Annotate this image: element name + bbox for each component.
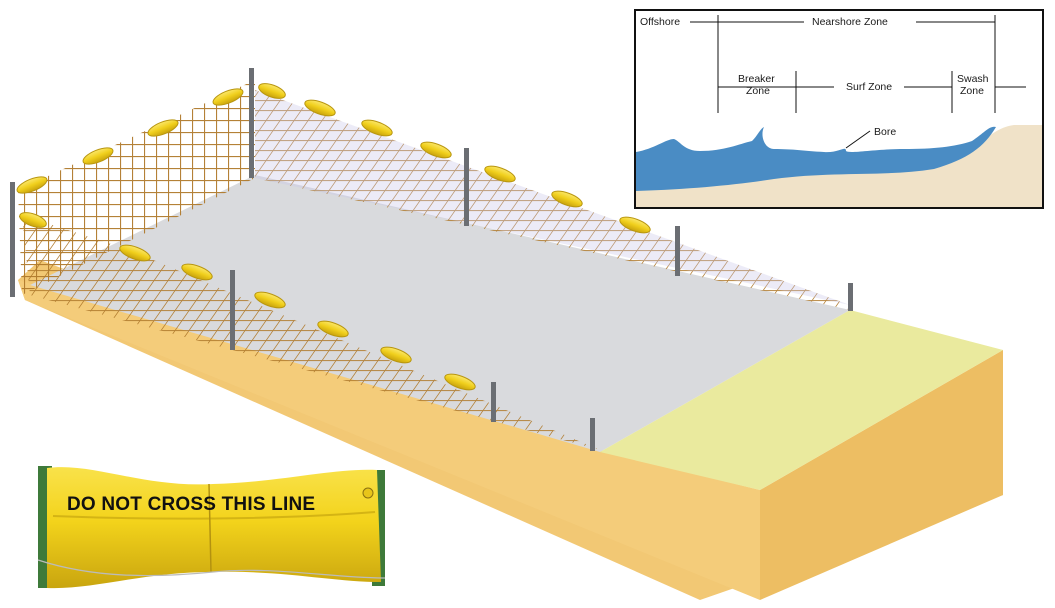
net-back-right-tint (255, 90, 850, 305)
floats (16, 83, 651, 391)
post (675, 226, 680, 276)
inset-water (636, 126, 996, 191)
float (380, 346, 412, 364)
float (444, 373, 476, 391)
inset-seabed (636, 125, 1042, 207)
float-valve (362, 487, 374, 499)
inset-label-swash-2: Zone (960, 85, 984, 97)
net-back-right (255, 90, 850, 310)
post (464, 148, 469, 226)
sand-base-left-slope (18, 280, 760, 600)
beach-top (600, 310, 1003, 490)
float (258, 83, 286, 99)
float (420, 141, 452, 159)
inset-label-nearshore: Nearshore Zone (812, 16, 888, 28)
bore-pointer (845, 130, 871, 149)
float (551, 190, 583, 208)
float (19, 212, 47, 228)
sand-base-right (760, 350, 1003, 600)
float (304, 99, 336, 117)
inset-label-breaker-2: Zone (746, 85, 770, 97)
float-body (47, 467, 381, 589)
nearshore-zone-inset: Offshore Nearshore Zone Breaker Zone Sur… (634, 9, 1044, 209)
inset-label-swash-1: Swash (957, 73, 989, 85)
float (147, 119, 179, 137)
post (848, 283, 853, 311)
float (317, 320, 349, 338)
float (181, 263, 213, 281)
float (119, 244, 151, 262)
float (254, 291, 286, 309)
float (16, 176, 48, 194)
inset-label-surf: Surf Zone (846, 81, 892, 93)
inset-dimension-lines (690, 15, 1026, 113)
post (249, 68, 254, 178)
do-not-cross-float-photo: DO NOT CROSS THIS LINE (37, 466, 386, 589)
float-rope (37, 559, 386, 579)
inset-label-offshore: Offshore (640, 16, 680, 28)
float (619, 216, 651, 234)
float (484, 165, 516, 183)
post (230, 270, 235, 350)
post (590, 418, 595, 451)
float (82, 147, 114, 165)
inset-label-bore: Bore (874, 126, 896, 138)
net-posts (10, 68, 853, 451)
net-front (22, 215, 600, 450)
post (491, 382, 496, 422)
float-warning-text: DO NOT CROSS THIS LINE (67, 494, 315, 515)
inset-label-breaker-1: Breaker (738, 73, 775, 85)
float (361, 119, 393, 137)
post (10, 182, 15, 297)
pool-floor (30, 175, 850, 452)
float (212, 88, 244, 106)
